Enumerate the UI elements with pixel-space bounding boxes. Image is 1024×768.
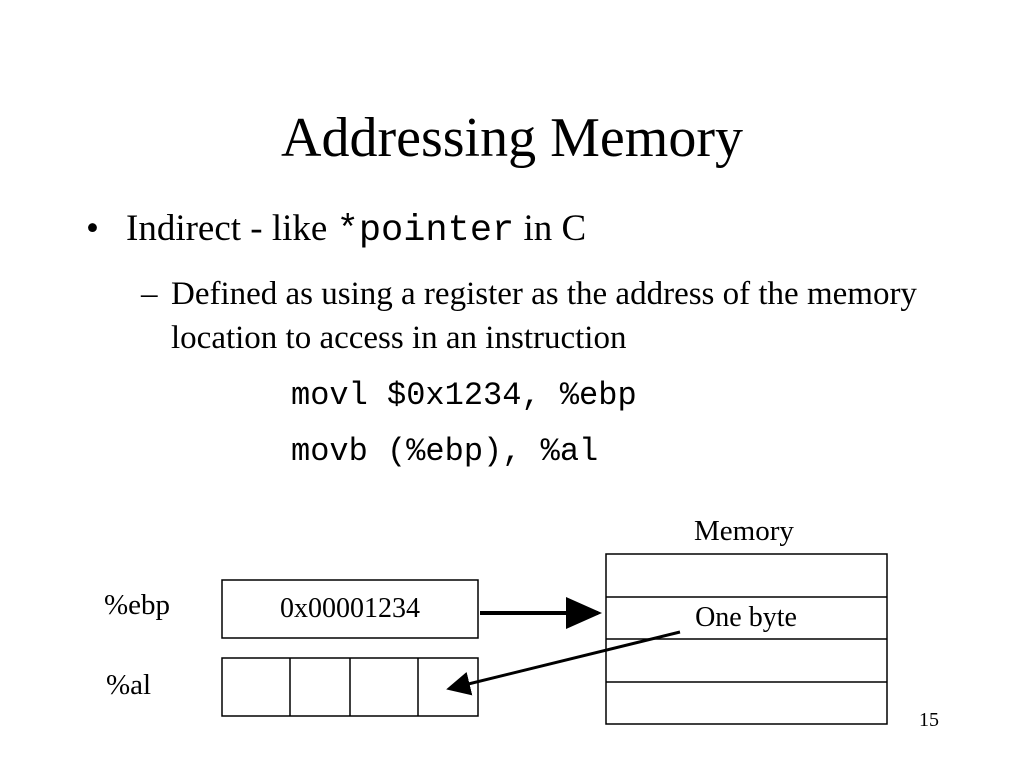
- bullet-code: *pointer: [336, 210, 515, 252]
- subbullet-text: Defined as using a register as the addre…: [171, 276, 917, 356]
- code-line-movb: movb (%ebp), %al: [291, 433, 599, 470]
- slide-title: Addressing Memory: [281, 107, 743, 169]
- bullet-dot: •: [86, 208, 99, 249]
- al-label: %al: [106, 669, 152, 701]
- bullet-suffix: in C: [523, 208, 587, 249]
- bullet-indirect: • Indirect - like *pointer in C: [86, 205, 586, 255]
- memory-label: Memory: [694, 515, 794, 547]
- bullet-prefix: Indirect - like: [126, 208, 328, 249]
- one-byte-label: One byte: [695, 602, 797, 633]
- ebp-register-box: [221, 579, 479, 639]
- ebp-label: %ebp: [104, 589, 171, 621]
- subbullet-definition: – Defined as using a register as the add…: [141, 272, 941, 360]
- code-line-movl: movl $0x1234, %ebp: [291, 377, 637, 414]
- subbullet-dash: –: [141, 276, 158, 312]
- page-number: 15: [919, 709, 939, 731]
- load-arrow: [446, 630, 681, 696]
- ebp-register-value: 0x00001234: [280, 593, 420, 624]
